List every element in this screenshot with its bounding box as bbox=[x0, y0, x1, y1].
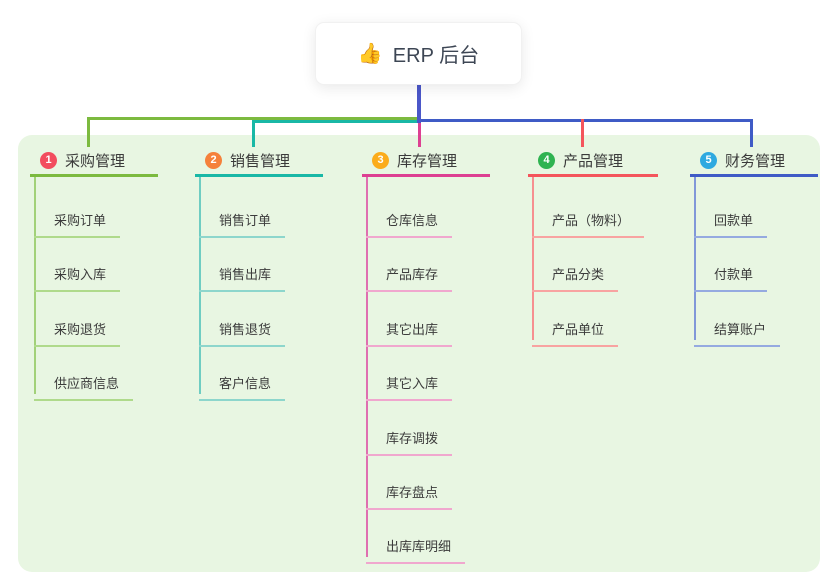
child-node[interactable]: 产品分类 bbox=[532, 247, 619, 293]
bus-line-2 bbox=[252, 120, 421, 123]
child-node[interactable]: 采购退货 bbox=[34, 302, 121, 347]
branch-spine-line-5 bbox=[694, 177, 696, 340]
root-title: ERP 后台 bbox=[392, 45, 480, 67]
branch-label: 销售管理 bbox=[230, 152, 291, 170]
child-node[interactable]: 其它出库 bbox=[366, 302, 453, 347]
child-node[interactable]: 库存调拨 bbox=[366, 411, 453, 456]
branch-spine-line-3 bbox=[366, 177, 368, 558]
branch-drop-line-2 bbox=[252, 120, 255, 147]
child-node[interactable]: 仓库信息 bbox=[366, 193, 453, 238]
child-node[interactable]: 销售出库 bbox=[199, 247, 286, 293]
bus-line-1 bbox=[87, 117, 421, 120]
branch-spine-line-4 bbox=[532, 177, 534, 340]
branch-drop-line-5 bbox=[750, 119, 753, 147]
branch-number-badge-4: 4 bbox=[538, 151, 555, 169]
branch-node-2[interactable]: 2 销售管理 bbox=[195, 146, 323, 177]
child-node[interactable]: 出库库明细 bbox=[366, 519, 466, 565]
branch-number-badge-2: 2 bbox=[205, 151, 222, 169]
branch-number-badge-1: 1 bbox=[40, 151, 57, 169]
child-node[interactable]: 供应商信息 bbox=[34, 356, 134, 402]
branch-drop-line-4 bbox=[581, 119, 584, 147]
child-node[interactable]: 产品单位 bbox=[532, 302, 619, 347]
child-node[interactable]: 回款单 bbox=[694, 193, 768, 238]
bus-line-5 bbox=[419, 119, 753, 122]
thumbs-up-icon: 👍 bbox=[357, 43, 383, 65]
branch-node-1[interactable]: 1 采购管理 bbox=[30, 146, 158, 177]
branch-number-badge-5: 5 bbox=[700, 151, 717, 169]
child-node[interactable]: 结算账户 bbox=[694, 302, 781, 347]
child-node[interactable]: 产品（物料） bbox=[532, 193, 645, 238]
branch-node-5[interactable]: 5 财务管理 bbox=[690, 146, 818, 177]
branch-spine-line-2 bbox=[199, 177, 201, 395]
branch-drop-line-3 bbox=[418, 120, 421, 147]
branch-label: 产品管理 bbox=[563, 152, 624, 170]
branch-node-4[interactable]: 4 产品管理 bbox=[528, 146, 658, 177]
child-node[interactable]: 付款单 bbox=[694, 247, 768, 293]
child-node[interactable]: 客户信息 bbox=[199, 356, 286, 402]
child-node[interactable]: 采购入库 bbox=[34, 247, 121, 293]
branch-spine-line-1 bbox=[34, 177, 36, 395]
branch-number-badge-3: 3 bbox=[372, 151, 389, 169]
branch-drop-line-1 bbox=[87, 117, 90, 147]
branch-label: 库存管理 bbox=[397, 152, 458, 170]
child-node[interactable]: 产品库存 bbox=[366, 247, 453, 293]
child-node[interactable]: 库存盘点 bbox=[366, 465, 453, 510]
branch-label: 财务管理 bbox=[725, 152, 786, 170]
child-node[interactable]: 销售订单 bbox=[199, 193, 286, 238]
child-node[interactable]: 采购订单 bbox=[34, 193, 121, 238]
child-node[interactable]: 其它入库 bbox=[366, 356, 453, 402]
branch-label: 采购管理 bbox=[65, 152, 126, 170]
mindmap-panel bbox=[18, 135, 820, 572]
root-node[interactable]: 👍 ERP 后台 bbox=[315, 22, 522, 85]
branch-node-3[interactable]: 3 库存管理 bbox=[362, 146, 490, 177]
child-node[interactable]: 销售退货 bbox=[199, 302, 286, 347]
root-connector-line bbox=[417, 83, 421, 123]
